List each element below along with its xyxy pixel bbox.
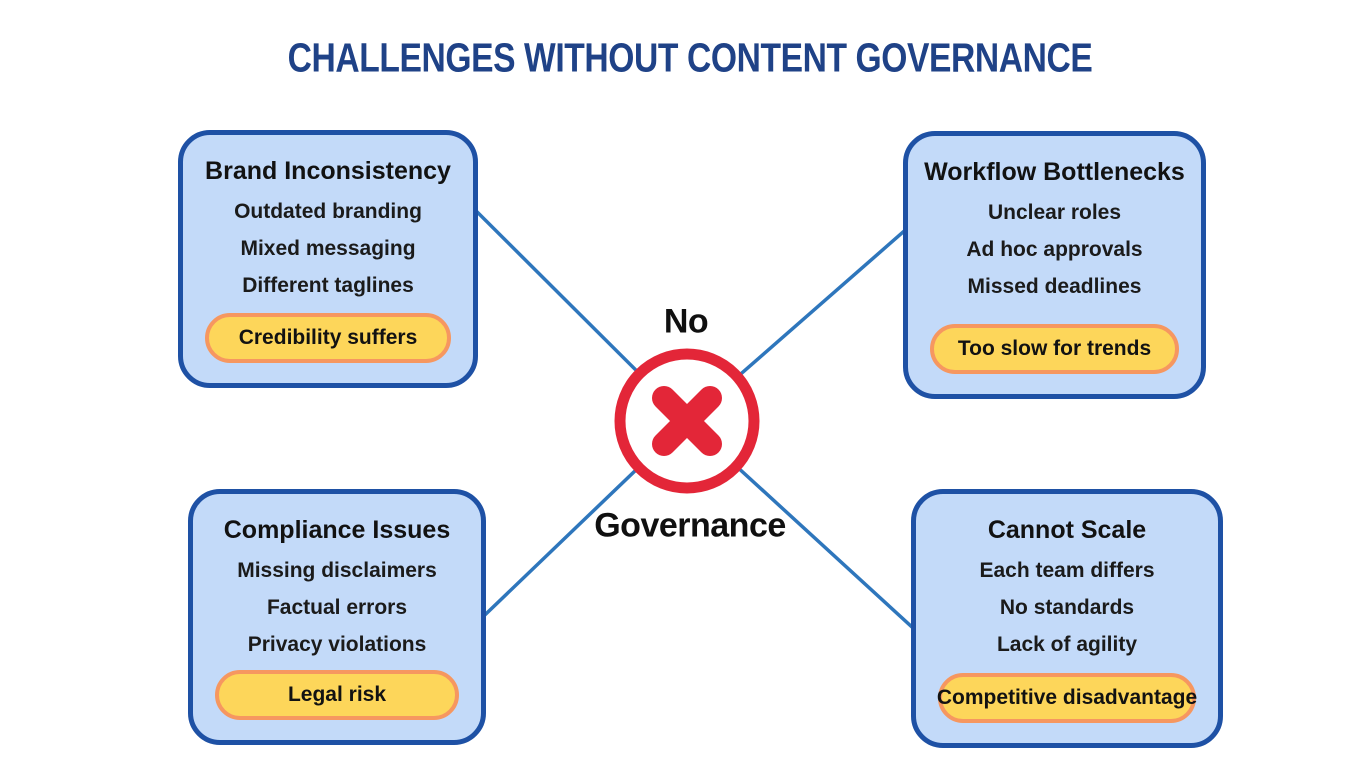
highlight-pill-label: Credibility suffers: [238, 326, 418, 349]
card-title: Brand Inconsistency: [205, 157, 451, 185]
card-item: No standards: [999, 596, 1135, 619]
card-title: Workflow Bottlenecks: [924, 158, 1185, 186]
card-item: Ad hoc approvals: [966, 238, 1143, 261]
highlight-pill: Too slow for trends: [930, 324, 1179, 374]
highlight-pill-label: Competitive disadvantage: [936, 686, 1198, 709]
highlight-pill: Credibility suffers: [205, 313, 451, 363]
center-label-no: No: [663, 302, 709, 341]
highlight-pill: Legal risk: [215, 670, 459, 720]
card-workflow-bottlenecks: Workflow Bottlenecks Unclear roles Ad ho…: [903, 131, 1206, 399]
card-item: Mixed messaging: [240, 237, 416, 260]
card-item: Lack of agility: [996, 633, 1138, 656]
card-cannot-scale: Cannot Scale Each team differs No standa…: [911, 489, 1223, 748]
card-item: Missed deadlines: [967, 275, 1142, 298]
x-circle-icon: [614, 348, 760, 494]
card-item: Outdated branding: [234, 200, 422, 223]
card-item: Factual errors: [266, 596, 408, 619]
card-item: Each team differs: [979, 559, 1155, 582]
card-compliance-issues: Compliance Issues Missing disclaimers Fa…: [188, 489, 486, 745]
card-item: Unclear roles: [987, 201, 1122, 224]
center-label-governance: Governance: [594, 506, 786, 545]
highlight-pill-label: Legal risk: [287, 683, 387, 706]
highlight-pill-label: Too slow for trends: [957, 337, 1152, 360]
card-brand-inconsistency: Brand Inconsistency Outdated branding Mi…: [178, 130, 478, 388]
card-title: Cannot Scale: [987, 516, 1147, 544]
card-item: Missing disclaimers: [237, 559, 437, 582]
highlight-pill: Competitive disadvantage: [936, 673, 1198, 723]
page-title: CHALLENGES WITHOUT CONTENT GOVERNANCE: [287, 34, 1093, 81]
card-title: Compliance Issues: [223, 516, 451, 544]
card-item: Different taglines: [242, 274, 414, 297]
card-item: Privacy violations: [247, 633, 427, 656]
